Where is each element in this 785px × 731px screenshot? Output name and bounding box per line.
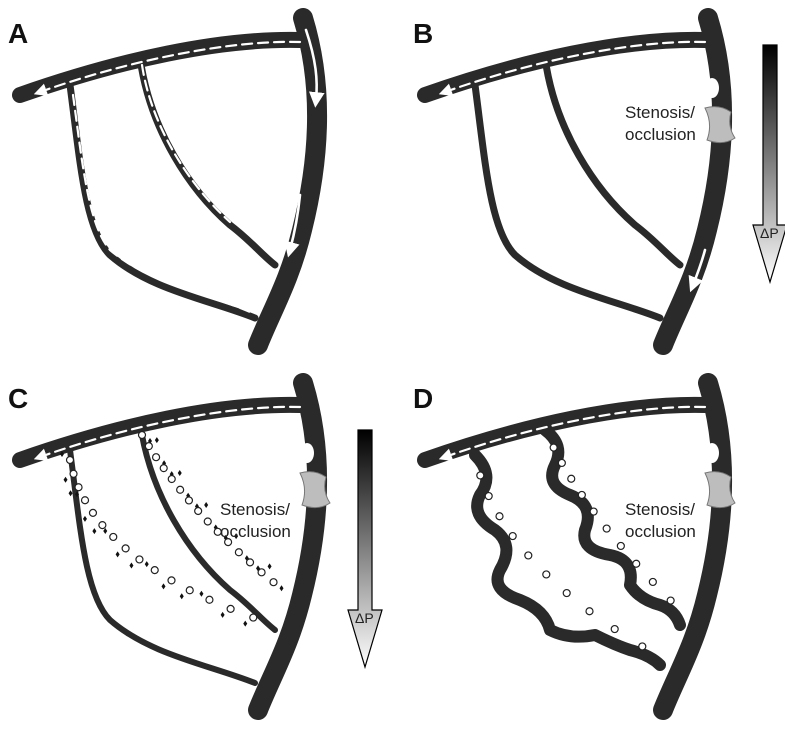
- cell-marker: [67, 457, 74, 464]
- collateral-1: [70, 450, 255, 683]
- cell-marker: [139, 432, 146, 439]
- cell-marker: [206, 596, 213, 603]
- diamond-marker: [83, 516, 87, 522]
- cell-marker: [145, 443, 152, 450]
- diamond-marker: [268, 563, 272, 569]
- cell-marker: [82, 497, 89, 504]
- stenosis-label-line1: Stenosis/: [625, 103, 695, 122]
- diamond-marker: [243, 621, 247, 627]
- stenosis-label-line2: occlusion: [625, 125, 696, 144]
- cell-marker: [89, 509, 96, 516]
- diamond-marker: [116, 551, 120, 557]
- diamond-marker: [69, 490, 73, 496]
- cell-marker: [586, 608, 593, 615]
- cell-marker: [525, 552, 532, 559]
- cell-marker: [509, 533, 516, 540]
- epicardial-artery: [663, 383, 722, 710]
- top-artery: [20, 40, 300, 95]
- plaque: [705, 443, 719, 463]
- diamond-marker: [199, 591, 203, 597]
- cell-marker: [485, 493, 492, 500]
- diamond-marker: [180, 593, 184, 599]
- coronary-diagram: [0, 0, 380, 360]
- cell-marker: [75, 484, 82, 491]
- top-artery: [425, 40, 705, 95]
- cell-marker: [270, 579, 277, 586]
- cell-marker: [578, 491, 585, 498]
- cell-marker: [496, 513, 503, 520]
- diamond-marker: [204, 502, 208, 508]
- top-artery: [425, 405, 705, 460]
- cell-marker: [204, 518, 211, 525]
- epicardial-artery: [663, 18, 722, 345]
- collateral-1: [70, 85, 255, 318]
- diamond-marker: [178, 470, 182, 476]
- stenosis-label-line2: occlusion: [220, 522, 291, 541]
- cell-marker: [477, 472, 484, 479]
- panel-a: A: [0, 0, 380, 360]
- cell-marker: [186, 587, 193, 594]
- cell-marker: [633, 560, 640, 567]
- plaque: [705, 78, 719, 98]
- diamond-marker: [221, 612, 225, 618]
- cell-marker: [177, 486, 184, 493]
- cell-marker: [558, 459, 565, 466]
- diamond-marker: [145, 561, 149, 567]
- cell-marker: [122, 545, 129, 552]
- cell-marker: [258, 569, 265, 576]
- cell-marker: [550, 444, 557, 451]
- stenosis-label-line2: occlusion: [625, 522, 696, 541]
- cell-marker: [639, 643, 646, 650]
- panel-b: B Stenosis/ occlusion ΔP: [405, 0, 785, 360]
- cell-marker: [153, 454, 160, 461]
- panel-c: C Stenosis/ occlusion ΔP: [0, 365, 380, 725]
- plaque: [300, 443, 314, 463]
- cell-marker: [99, 522, 106, 529]
- cell-marker: [136, 556, 143, 563]
- cell-marker: [185, 497, 192, 504]
- pressure-label: ΔP: [760, 225, 779, 241]
- diamond-marker: [129, 562, 133, 568]
- cell-marker: [667, 597, 674, 604]
- cell-marker: [250, 614, 257, 621]
- diamond-marker: [155, 437, 159, 443]
- diamond-marker: [92, 528, 96, 534]
- panel-d: D Stenosis/ occlusion: [405, 365, 785, 725]
- cell-marker: [543, 571, 550, 578]
- diamond-marker: [280, 585, 284, 591]
- pressure-gradient-arrow: [348, 430, 382, 667]
- collateral-1-remodeled: [475, 455, 660, 665]
- coronary-diagram: Stenosis/ occlusion ΔP: [0, 365, 380, 725]
- cell-marker: [590, 508, 597, 515]
- collateral-2: [545, 58, 680, 265]
- collateral-2: [140, 58, 275, 265]
- cell-marker: [617, 542, 624, 549]
- cell-marker: [235, 549, 242, 556]
- cell-marker: [168, 577, 175, 584]
- cell-marker: [247, 559, 254, 566]
- cell-marker: [70, 470, 77, 477]
- epicardial-artery: [258, 383, 317, 710]
- flow-arrow: [142, 65, 230, 222]
- cell-marker: [568, 475, 575, 482]
- diamond-marker: [64, 477, 68, 483]
- cell-marker: [168, 476, 175, 483]
- epicardial-artery: [258, 18, 317, 345]
- cell-marker: [160, 465, 167, 472]
- cell-marker: [649, 578, 656, 585]
- cell-marker: [151, 567, 158, 574]
- pressure-gradient-arrow: [753, 45, 785, 282]
- pressure-label: ΔP: [355, 610, 374, 626]
- coronary-diagram: Stenosis/ occlusion: [405, 365, 785, 725]
- stenosis-label-line1: Stenosis/: [220, 500, 290, 519]
- cell-marker: [195, 507, 202, 514]
- cell-marker: [227, 605, 234, 612]
- coronary-diagram: Stenosis/ occlusion ΔP: [405, 0, 785, 360]
- cell-marker: [603, 525, 610, 532]
- cell-marker: [611, 626, 618, 633]
- diamond-marker: [162, 583, 166, 589]
- cell-marker: [563, 590, 570, 597]
- stenosis-label-line1: Stenosis/: [625, 500, 695, 519]
- cell-marker: [110, 533, 117, 540]
